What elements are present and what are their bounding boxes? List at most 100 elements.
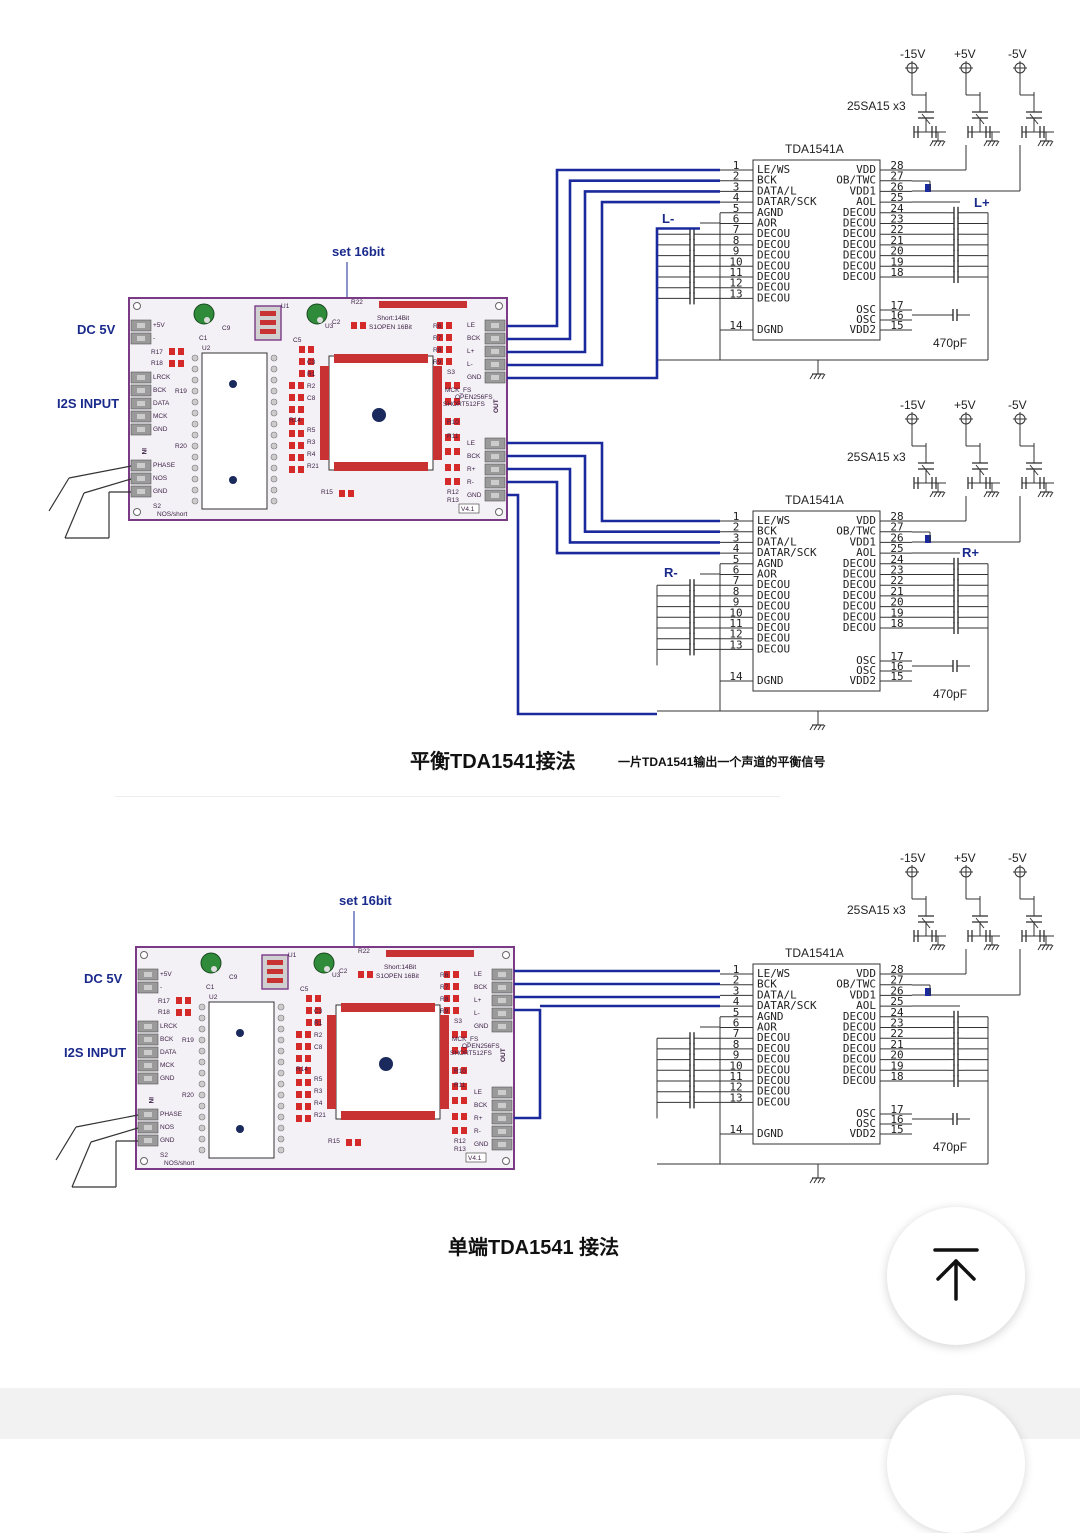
- scroll-to-top-button[interactable]: [887, 1207, 1025, 1345]
- board-a-out-header-2-pin-0: [491, 441, 499, 446]
- board-a-smd-pad-b-6: [298, 394, 304, 401]
- board-b-u2-pin-l: [198, 1069, 206, 1077]
- left-pin-num-2: 2: [733, 170, 740, 183]
- board-a-component-label: R7: [433, 335, 442, 342]
- single-pin-num-4: 4: [733, 995, 740, 1008]
- board-b-out-header-2-pin-0: [498, 1090, 506, 1095]
- board-a-smd-pad-18: [445, 398, 451, 405]
- left-pin-27: OB/TWC: [836, 174, 876, 187]
- board-a-component-label: U3: [325, 323, 334, 330]
- board-b-smd-pad-b-0: [185, 997, 191, 1004]
- board-a-u1-pad-2: [260, 329, 276, 334]
- board-a-phase-pin-label: PHASE: [153, 462, 176, 469]
- left-pin-28: VDD: [856, 163, 876, 176]
- single-regulator-0: [913, 895, 947, 943]
- board-b-smd-pad-b-7: [305, 1055, 311, 1062]
- right-decou-cap-r-6: [947, 578, 965, 592]
- board-b-component-label: S2: [160, 1152, 168, 1159]
- right-pin-num-6: 6: [733, 564, 740, 577]
- board-b-u3-pins-top: [341, 1003, 435, 1012]
- board-b-component-label: U3: [332, 972, 341, 979]
- board-b-component-label: R7: [440, 984, 449, 991]
- left-pin-14: DGND: [757, 323, 784, 336]
- right-pin-16: OSC: [856, 664, 876, 677]
- left-pin-num-6: 6: [733, 213, 740, 226]
- board-b-open256-label: OPEN256FS: [462, 1043, 500, 1050]
- board-a-mck-label: MCK_FS: [445, 387, 472, 394]
- single-pin-num-6: 6: [733, 1017, 740, 1030]
- board-b-smd-pad-b-8: [305, 1067, 311, 1074]
- left-pin-22: DECOU: [843, 227, 876, 240]
- left-supply-terminal-0: [904, 60, 920, 76]
- right-pin-3: DATA/L: [757, 535, 797, 548]
- board-a-u2-pin-l: [191, 442, 199, 450]
- board-a-smd-pad-16: [437, 358, 443, 365]
- board-a-component-label: S3: [447, 369, 455, 376]
- single-pin-num-3: 3: [733, 984, 740, 997]
- board-a-component-label: R18: [151, 360, 163, 367]
- right-supply-label-1: +5V: [954, 398, 976, 412]
- board-b-version: V4.1: [468, 1155, 482, 1162]
- right-pin-23: DECOU: [843, 568, 876, 581]
- board-a-smd-pad-5: [289, 382, 295, 389]
- board-a-component-label: R20: [175, 443, 187, 450]
- board-a-smd-pad-22: [445, 464, 451, 471]
- board-a-u2-pin-r: [270, 398, 278, 406]
- board-a-u2-pin-l: [191, 409, 199, 417]
- single-decou-cap-r-9: [947, 1063, 965, 1078]
- board-a-out-label: OUT: [493, 399, 500, 413]
- board-a-smd-pad-19: [445, 418, 451, 425]
- board-b-smd-pad-2: [306, 995, 312, 1002]
- board-b-phase-pin-label: NOS: [160, 1124, 175, 1131]
- right-pin-28: VDD: [856, 514, 876, 527]
- board-b-smd-pad-24: [346, 1139, 352, 1146]
- right-pin-num-17: 17: [890, 650, 903, 663]
- single-pin-19: DECOU: [843, 1063, 876, 1076]
- board-a-component-label: R5: [307, 427, 316, 434]
- board-b-i2s-pin-label: BCK: [160, 1036, 174, 1043]
- left-pin-num-25: 25: [890, 191, 903, 204]
- single-pin-num-9: 9: [733, 1049, 740, 1062]
- board-b-power-header-pin-0: [144, 972, 152, 977]
- left-pin-17: OSC: [856, 303, 876, 316]
- board-b-component-label: R10: [454, 1068, 466, 1075]
- right-regulator-label: 25SA15 x3: [847, 450, 906, 464]
- board-a-smd-pad-b-16: [446, 358, 452, 365]
- right-pin-num-9: 9: [733, 596, 740, 609]
- board-b-i2s-pin-label: DATA: [160, 1049, 177, 1056]
- board-b-smd-pad-21: [452, 1097, 458, 1104]
- left-pin-num-7: 7: [733, 223, 740, 236]
- board-b-smd-pad-5: [296, 1031, 302, 1038]
- board-b-u2-pin-r: [277, 1036, 285, 1044]
- board-b-electrolytic-cap-1: [313, 952, 335, 974]
- board-b-dc-label: DC 5V: [84, 971, 123, 986]
- board-b-smd-pad-b-5: [305, 1031, 311, 1038]
- left-vdd1-marker: [925, 184, 931, 192]
- board-a-mount-hole-3: [495, 508, 503, 516]
- right-decou-cap-r-7: [947, 589, 965, 603]
- left-pin-3: DATA/L: [757, 184, 797, 197]
- left-decou-cap-l-11: [683, 281, 701, 295]
- board-a-u2-pin-r: [270, 420, 278, 428]
- single-pin-20: DECOU: [843, 1053, 876, 1066]
- board-b-component-label: R21: [314, 1112, 326, 1119]
- wire-gnd-2: [507, 493, 657, 716]
- single-osc-cap-value: 470pF: [933, 1140, 967, 1154]
- left-supply-label-2: -5V: [1008, 47, 1027, 61]
- single-pin-6: AOR: [757, 1021, 777, 1034]
- board-b-phase-header-pin-0: [144, 1112, 152, 1117]
- secondary-floating-button[interactable]: [887, 1395, 1025, 1533]
- right-pin-num-15: 15: [890, 670, 903, 683]
- board-b-component-label: R12: [454, 1138, 466, 1145]
- board-a-out1-pin-label: L+: [467, 348, 475, 355]
- single-vdd1-marker: [925, 988, 931, 996]
- board-b-smd-pad-0: [176, 997, 182, 1004]
- left-chip-body: [752, 159, 881, 341]
- single-decou-cap-r-6: [947, 1031, 965, 1045]
- single-pin-8: DECOU: [757, 1042, 790, 1055]
- board-b-smd-pad-b-16: [453, 1007, 459, 1014]
- board-a-u2-pin-l: [191, 464, 199, 472]
- board-a-component-label: R19: [175, 388, 187, 395]
- right-pin-num-21: 21: [890, 585, 903, 598]
- board-a-i2s-header-pin-0: [137, 375, 145, 380]
